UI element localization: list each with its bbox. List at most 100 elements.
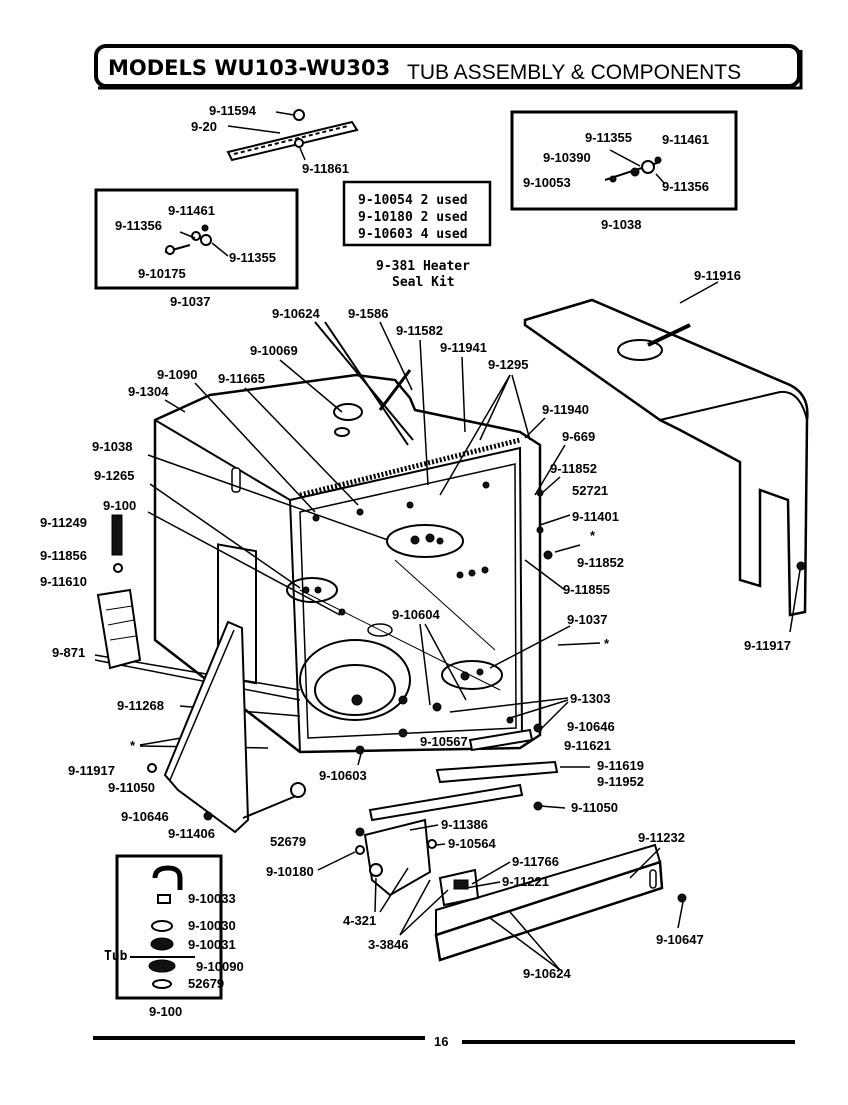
label-9-11594: 9-11594 — [209, 103, 257, 118]
label-9-1090: 9-1090 — [157, 367, 197, 382]
label-9-871: 9-871 — [52, 645, 85, 660]
leader — [449, 697, 569, 713]
inset-100-label-52679: 52679 — [188, 976, 224, 991]
inset-1037-caption: 9-1037 — [170, 294, 210, 309]
label-9-11855: 9-11855 — [563, 582, 610, 597]
label-9-11917-right: 9-11917 — [744, 638, 791, 653]
rail-parts — [368, 728, 590, 822]
note-line-2: 9-10180 2 used — [358, 210, 468, 225]
models-title: MODELS WU103-WU303 — [108, 56, 390, 80]
inset-1038-label-11356: 9-11356 — [662, 179, 709, 194]
label-9-10180: 9-10180 — [266, 864, 314, 879]
label-9-11766: 9-11766 — [512, 854, 559, 869]
label-9-1304: 9-1304 — [128, 384, 169, 399]
inset-1038-label-10390: 9-10390 — [543, 150, 591, 165]
label-9-11916: 9-11916 — [694, 268, 741, 283]
section-title: TUB ASSEMBLY & COMPONENTS — [407, 61, 741, 84]
inset-100-caption: 9-100 — [149, 1004, 182, 1019]
heater-kit-line-2: Seal Kit — [392, 275, 455, 290]
label-9-11249: 9-11249 — [40, 515, 87, 530]
inset-1037-label-11356: 9-11356 — [115, 218, 162, 233]
inset-100-label-10031: 9-10031 — [188, 937, 236, 952]
label-9-11050-left: 9-11050 — [108, 780, 155, 795]
label-9-11941: 9-11941 — [440, 340, 487, 355]
label-9-10624-bottom: 9-10624 — [523, 966, 571, 981]
label-9-11852-a: 9-11852 — [550, 461, 597, 476]
inset-100-label-10090: 9-10090 — [196, 959, 244, 974]
label-9-11917-left: 9-11917 — [68, 763, 115, 778]
inset-1038-caption: 9-1038 — [601, 217, 641, 232]
inset-1037-parts — [164, 224, 229, 257]
inset-1038-label-10053: 9-10053 — [523, 175, 571, 190]
inset-1038-box — [510, 110, 738, 211]
callout-oval-1265 — [286, 577, 338, 603]
quantity-note-box — [342, 180, 492, 247]
spray-arm-part — [226, 109, 359, 162]
leader — [509, 699, 569, 719]
label-star-1: * — [590, 528, 596, 543]
inset-100-label-10030: 9-10030 — [188, 918, 236, 933]
label-star-2: * — [604, 636, 610, 651]
leader — [299, 147, 306, 161]
top-leader-lines — [164, 321, 531, 513]
label-9-11940: 9-11940 — [542, 402, 589, 417]
label-9-11619: 9-11619 — [597, 758, 644, 773]
inset-1037-label-11461: 9-11461 — [168, 203, 215, 218]
label-9-11582: 9-11582 — [396, 323, 443, 338]
kick-plate-part — [434, 843, 687, 962]
label-9-11050-right: 9-11050 — [571, 800, 618, 815]
fastener-dots — [302, 481, 553, 755]
inset-1038-label-11461: 9-11461 — [662, 132, 709, 147]
note-line-3: 9-10603 4 used — [358, 227, 468, 242]
page-number: 16 — [434, 1034, 448, 1049]
label-9-11952: 9-11952 — [597, 774, 644, 789]
header-border — [94, 44, 801, 88]
note-line-1: 9-10054 2 used — [358, 193, 468, 208]
label-9-10069: 9-10069 — [250, 343, 298, 358]
leader — [357, 749, 363, 766]
label-9-11221: 9-11221 — [502, 874, 549, 889]
label-9-1038: 9-1038 — [92, 439, 132, 454]
label-9-10646-left: 9-10646 — [121, 809, 169, 824]
label-9-100: 9-100 — [103, 498, 136, 513]
label-9-11232: 9-11232 — [638, 830, 685, 845]
label-9-10647: 9-10647 — [656, 932, 704, 947]
label-9-1303: 9-1303 — [570, 691, 610, 706]
header-frame — [94, 44, 803, 90]
label-9-11401: 9-11401 — [572, 509, 619, 524]
label-9-11665: 9-11665 — [218, 371, 265, 386]
label-9-11861: 9-11861 — [302, 161, 349, 176]
bottom-leader-lines — [317, 824, 684, 971]
label-9-20: 9-20 — [191, 119, 217, 134]
label-9-10624-top: 9-10624 — [272, 306, 320, 321]
callout-oval-1038 — [386, 524, 464, 558]
inset-1038-parts — [604, 149, 666, 185]
callout-oval-1037 — [441, 660, 503, 690]
label-9-1265: 9-1265 — [94, 468, 134, 483]
label-52679: 52679 — [270, 834, 306, 849]
label-9-1586: 9-1586 — [348, 306, 388, 321]
leader — [424, 623, 467, 701]
label-star-3: * — [130, 738, 136, 753]
right-leader-lines — [489, 417, 601, 669]
inset-100-tub-label: Tub — [104, 949, 128, 964]
label-9-11856: 9-11856 — [40, 548, 87, 563]
inset-100-label-10033: 9-10033 — [188, 891, 236, 906]
inset-1037-label-10175: 9-10175 — [138, 266, 186, 281]
label-52721: 52721 — [572, 483, 608, 498]
label-9-11406: 9-11406 — [168, 826, 215, 841]
leader — [275, 111, 295, 116]
leader — [539, 701, 569, 731]
inset-1037-label-11355: 9-11355 — [229, 250, 276, 265]
label-9-10603: 9-10603 — [319, 768, 367, 783]
side-panel-part — [523, 281, 809, 633]
dispenser-spring-part — [96, 514, 142, 670]
label-9-10564: 9-10564 — [448, 836, 496, 851]
label-9-669: 9-669 — [562, 429, 595, 444]
inset-1037-box — [94, 188, 299, 290]
label-9-1037: 9-1037 — [567, 612, 607, 627]
label-9-11621: 9-11621 — [564, 738, 611, 753]
label-9-10646-right: 9-10646 — [567, 719, 615, 734]
